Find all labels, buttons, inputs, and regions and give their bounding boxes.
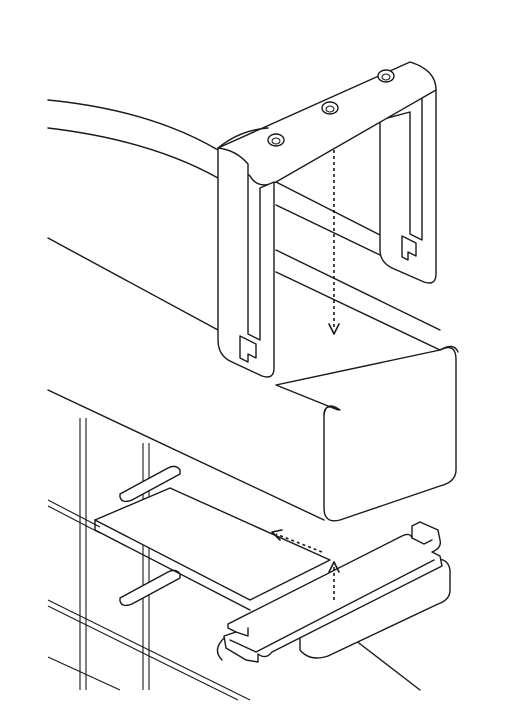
clip-tab bbox=[216, 637, 225, 661]
clip-plate-lower bbox=[299, 558, 451, 659]
bracket-top-plate bbox=[217, 61, 437, 186]
rail-side-edge bbox=[47, 237, 219, 331]
grid-vertical-wire bbox=[79, 418, 87, 690]
grid-rail bbox=[354, 639, 421, 691]
arrow-head bbox=[328, 561, 340, 573]
rail-top-edge bbox=[275, 181, 381, 236]
clip-plate-upper bbox=[223, 521, 443, 663]
tray-floor bbox=[94, 487, 331, 601]
channel-back-wall bbox=[275, 346, 457, 522]
rail-top-edge bbox=[47, 127, 219, 179]
arrow-head bbox=[271, 529, 283, 541]
tray-slot bbox=[119, 569, 181, 607]
bracket-top-edge bbox=[217, 127, 269, 149]
bracket-front-leg bbox=[217, 147, 275, 378]
channel-lip bbox=[439, 345, 459, 353]
bracket-hole bbox=[325, 105, 335, 113]
rail-top-edge bbox=[275, 204, 381, 256]
motion-arrows bbox=[271, 150, 340, 600]
wire-grid-tray bbox=[47, 418, 421, 701]
clip-plate bbox=[216, 521, 451, 663]
rail-top-edge bbox=[47, 99, 219, 151]
clip-notch bbox=[411, 537, 433, 545]
tray-floor-edge bbox=[94, 519, 251, 611]
bracket-slot bbox=[239, 335, 257, 363]
tray-slot bbox=[119, 465, 181, 503]
rail-side-edge bbox=[275, 249, 441, 331]
rail-side-edge bbox=[275, 271, 441, 351]
bracket-hole bbox=[381, 73, 391, 81]
clip-notch bbox=[235, 627, 249, 637]
cable-channel bbox=[47, 99, 459, 611]
grid-horizontal-wire bbox=[47, 656, 121, 691]
grid-horizontal-wire bbox=[47, 599, 251, 701]
grid-horizontal-wire bbox=[47, 499, 101, 534]
u-shaped-bracket bbox=[217, 61, 437, 378]
bracket-hole bbox=[271, 137, 281, 145]
channel-lip bbox=[323, 405, 341, 416]
channel-bottom-edge bbox=[47, 389, 325, 521]
arrow-head bbox=[328, 323, 340, 335]
plate-slide-arrow bbox=[275, 533, 323, 553]
bracket-slot bbox=[401, 235, 417, 261]
clip-plate-edge bbox=[229, 559, 435, 653]
